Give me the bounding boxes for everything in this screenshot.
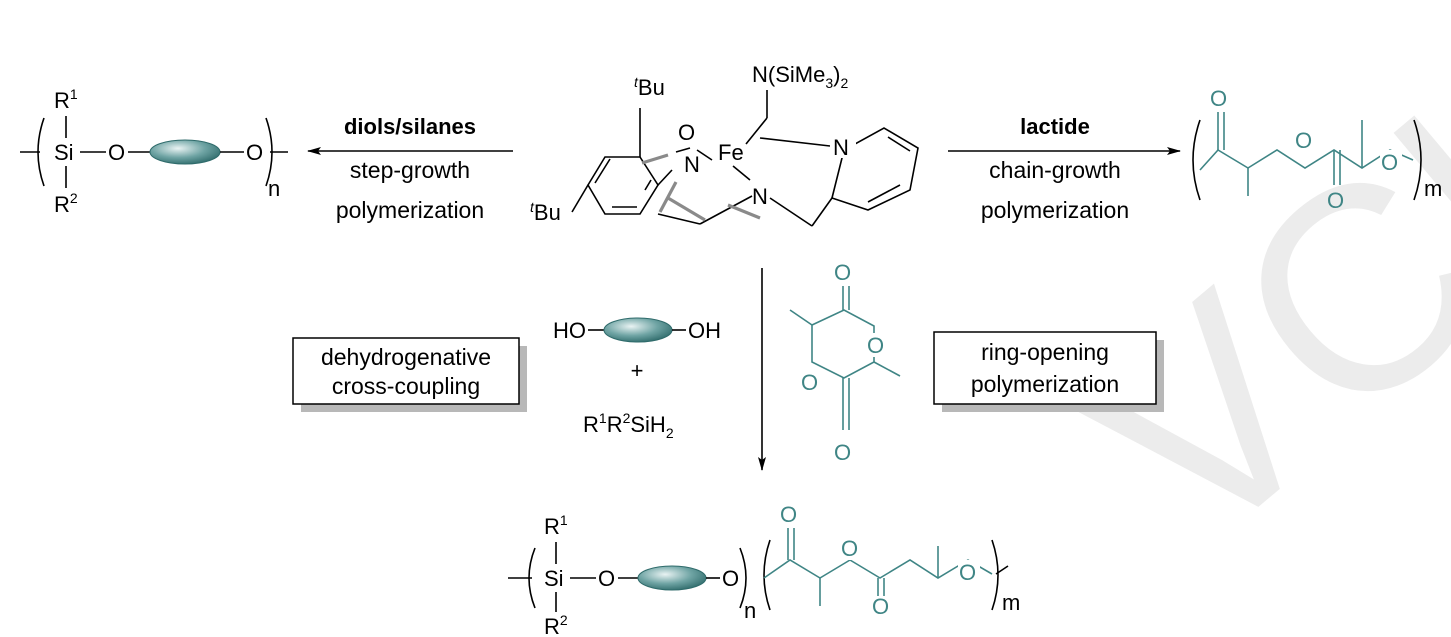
- svg-text:R2: R2: [544, 612, 568, 637]
- repeat-m-top: m: [1424, 176, 1442, 201]
- right-type-line2: polymerization: [981, 197, 1129, 223]
- o-atom-bottom-2: O: [722, 566, 739, 591]
- svg-text:R1: R1: [544, 512, 568, 539]
- lactide-ring-o-right: O: [867, 333, 884, 358]
- si-atom-bottom: Si: [544, 566, 564, 591]
- tbu-top-t: t: [634, 74, 639, 90]
- o-atom-top-1: O: [108, 140, 125, 165]
- tbu-top-bu: Bu: [638, 75, 665, 100]
- svg-text:R1: R1: [54, 86, 78, 113]
- watermark: VCH: [1027, 0, 1451, 607]
- repeat-n-bottom: n: [744, 598, 756, 623]
- copolymer-ester-o: O: [841, 536, 858, 561]
- o-atom-top-2: O: [246, 140, 263, 165]
- repeat-m-bottom: m: [1002, 590, 1020, 615]
- grey-pyridine-n: N: [684, 152, 700, 177]
- left-reagent-label: diols/silanes: [344, 114, 476, 139]
- carbonyl-o-top-2: O: [1327, 188, 1344, 213]
- lactide-carbonyl-o-bottom: O: [834, 440, 851, 465]
- si-atom-top: Si: [54, 140, 74, 165]
- o-atom-bottom-1: O: [598, 566, 615, 591]
- diol-spacer-ellipsoid: [149, 139, 221, 165]
- phenoxide-o: O: [678, 120, 695, 145]
- pyridine-n: N: [833, 135, 849, 160]
- lactide-ring-o-left: O: [801, 370, 818, 395]
- box-left-line1: dehydrogenative: [321, 344, 491, 370]
- block-copolymer: Si R1 R2 O O n O O O O m: [508, 502, 1020, 637]
- box-dehydrogenative: dehydrogenative cross-coupling: [292, 337, 527, 412]
- copolymer-terminal-o: O: [959, 560, 976, 585]
- tbu-left-t: t: [530, 199, 535, 215]
- box-left-line2: cross-coupling: [332, 373, 480, 399]
- iron-catalyst: tBu tBu O Fe N(SiMe3)2 N N N: [530, 62, 919, 227]
- repeat-n-top: n: [268, 176, 280, 201]
- left-type-line1: step-growth: [350, 157, 470, 183]
- svg-text:tBu: tBu: [634, 74, 665, 100]
- copolymer-carbonyl-o-2: O: [872, 594, 889, 619]
- watermark-text: VCH: [1027, 0, 1451, 607]
- box-right-line1: ring-opening: [981, 339, 1109, 365]
- lactide-carbonyl-o-top: O: [834, 260, 851, 285]
- box-right-line2: polymerization: [971, 371, 1119, 397]
- polylactide-top: O O O O m: [1192, 86, 1442, 213]
- diol-ho: HO: [553, 318, 586, 343]
- lactide-monomer: O O O O: [789, 260, 901, 465]
- plus-sign: +: [631, 358, 644, 383]
- svg-text:tBu: tBu: [530, 199, 561, 225]
- ester-o-top: O: [1295, 128, 1312, 153]
- box-ring-opening: ring-opening polymerization: [933, 331, 1164, 412]
- copolymer-ellipsoid: [637, 565, 707, 591]
- iron-atom: Fe: [718, 140, 744, 165]
- right-reagent-label: lactide: [1020, 114, 1090, 139]
- carbonyl-o-top-1: O: [1210, 86, 1227, 111]
- diol-reagent: HO OH + R1R2SiH2: [553, 317, 721, 441]
- diol-oh: OH: [688, 318, 721, 343]
- copolymer-carbonyl-o-1: O: [780, 502, 797, 527]
- left-type-line2: polymerization: [336, 197, 484, 223]
- amine-n: N: [752, 184, 768, 209]
- terminal-o-top: O: [1381, 150, 1398, 175]
- tbu-left-bu: Bu: [534, 200, 561, 225]
- right-type-line1: chain-growth: [989, 157, 1121, 183]
- poly-silyl-ether-top: Si R1 R2 O O n: [20, 86, 288, 217]
- svg-text:R2: R2: [54, 190, 78, 217]
- diol-ellipsoid: [603, 317, 673, 343]
- silane-formula: R1R2SiH2: [583, 410, 674, 441]
- silylamide-ligand: N(SiMe3)2: [752, 62, 848, 91]
